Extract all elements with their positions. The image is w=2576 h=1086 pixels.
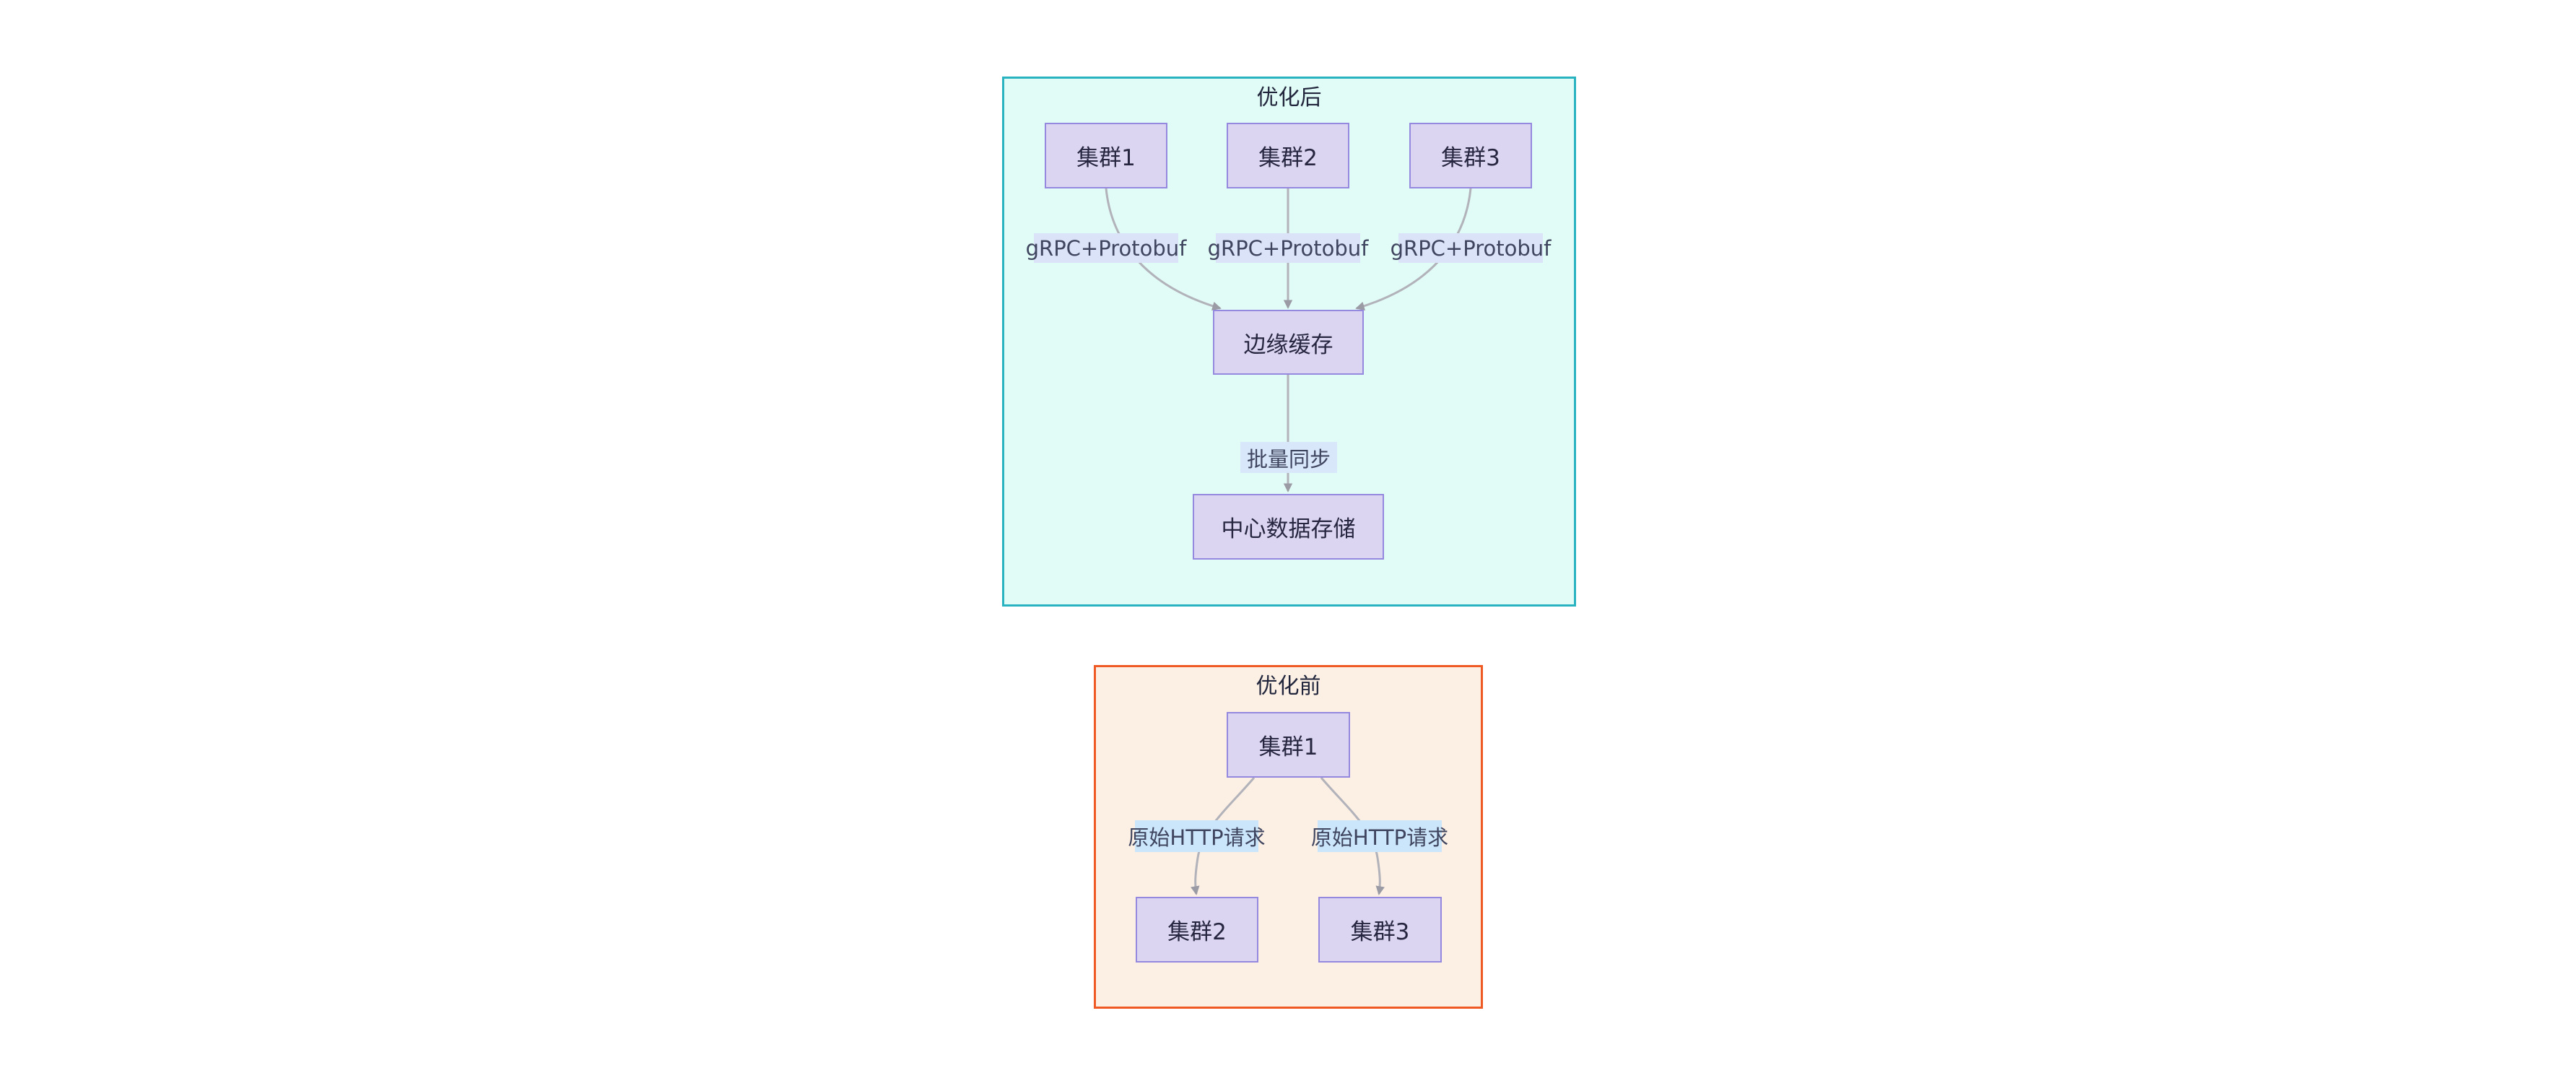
node-central-data-store: 中心数据存储 (1193, 494, 1384, 560)
edge-label-grpc-3: gRPC+Protobuf (1391, 233, 1551, 263)
edge-label-raw-http-left: 原始HTTP请求 (1128, 820, 1266, 852)
node-after-cluster1: 集群1 (1045, 123, 1167, 188)
node-before-cluster2: 集群2 (1136, 897, 1258, 963)
edge-label-raw-http-right: 原始HTTP请求 (1311, 820, 1448, 852)
node-edge-cache: 边缘缓存 (1213, 310, 1364, 375)
node-before-cluster1: 集群1 (1227, 712, 1350, 778)
node-after-cluster2: 集群2 (1227, 123, 1349, 188)
edge-label-batch-sync: 批量同步 (1240, 442, 1337, 473)
cluster-before-title: 优化前 (1256, 674, 1321, 699)
cluster-after-title: 优化后 (1256, 85, 1322, 110)
edge-label-grpc-2: gRPC+Protobuf (1208, 233, 1368, 263)
node-before-cluster3: 集群3 (1318, 897, 1442, 963)
edge-label-grpc-1: gRPC+Protobuf (1026, 233, 1186, 263)
node-after-cluster3: 集群3 (1409, 123, 1532, 188)
